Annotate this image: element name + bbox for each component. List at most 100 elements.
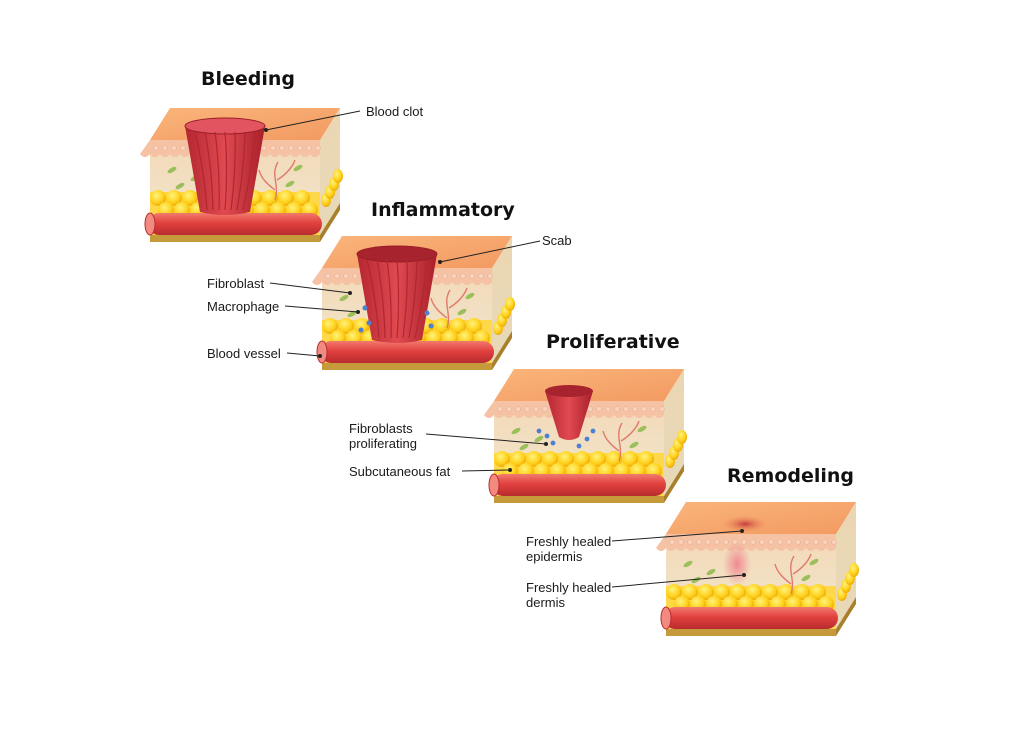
skin-block-remodeling xyxy=(656,502,859,636)
fat-cell xyxy=(666,584,682,600)
skin-cell xyxy=(270,145,276,151)
macrophage-cell xyxy=(584,436,590,442)
skin-cell xyxy=(469,273,475,279)
macrophage-cell xyxy=(576,443,582,449)
fat-cell xyxy=(510,451,526,467)
skin-cell xyxy=(714,539,720,545)
clot-fiber xyxy=(224,131,228,211)
fat-cell xyxy=(466,318,482,334)
healed-dermis-mark xyxy=(723,542,751,586)
skin-cell xyxy=(813,539,819,545)
fibroblast-cell xyxy=(339,294,349,302)
skin-cell xyxy=(478,273,484,279)
fat-cell xyxy=(322,318,338,334)
skin-cell xyxy=(614,406,620,412)
fibroblast-cell xyxy=(629,441,639,449)
fat-cell xyxy=(278,190,294,206)
skin-cell xyxy=(171,145,177,151)
leader-line-macrophage xyxy=(284,305,359,313)
scab xyxy=(545,385,593,397)
skin-cell xyxy=(596,406,602,412)
skin-cell xyxy=(315,145,321,151)
fibroblast-cell xyxy=(511,427,521,435)
skin-cell xyxy=(306,145,312,151)
skin-cell xyxy=(506,406,512,412)
skin-block-proliferative xyxy=(484,369,687,503)
macrophage-cell xyxy=(362,305,368,311)
label-line: Blood clot xyxy=(366,104,424,119)
skin-cell xyxy=(759,539,765,545)
skin-cell xyxy=(153,145,159,151)
label-line: epidermis xyxy=(526,549,583,564)
blood-vessel-end xyxy=(144,212,156,236)
skin-cell xyxy=(162,145,168,151)
skin-cell xyxy=(533,406,539,412)
skin-cell xyxy=(352,273,358,279)
leader-dot-subcutaneous-fat xyxy=(508,468,512,472)
fat-cell xyxy=(762,584,778,600)
fat-cell xyxy=(794,584,810,600)
fibroblast-cell xyxy=(801,574,811,582)
skin-cell xyxy=(497,406,503,412)
label-blood-vessel: Blood vessel xyxy=(207,346,281,361)
fat-cell xyxy=(434,318,450,334)
fat-cell xyxy=(354,318,370,334)
fat-cell xyxy=(494,451,510,467)
fibroblast-cell xyxy=(465,292,475,300)
label-line: Fibroblasts xyxy=(349,421,413,436)
label-freshly-healed-dermis: Freshly healed dermis xyxy=(526,580,611,610)
label-line: Blood vessel xyxy=(207,346,281,361)
leader-dot-freshly-healed-dermis xyxy=(742,573,746,577)
block-base xyxy=(494,496,664,503)
label-blood-clot: Blood clot xyxy=(366,104,423,119)
stage-title-proliferative: Proliferative xyxy=(546,331,680,353)
macrophage-cell xyxy=(544,433,550,439)
block-base xyxy=(150,235,320,242)
fibroblast-cell xyxy=(457,308,467,316)
skin-cell xyxy=(678,539,684,545)
label-line: Fibroblast xyxy=(207,276,265,291)
fat-cell xyxy=(166,190,182,206)
clot-fiber xyxy=(242,131,256,211)
fat-cell xyxy=(622,451,638,467)
scab xyxy=(356,245,438,263)
fat-cell xyxy=(590,451,606,467)
skin-cell xyxy=(687,539,693,545)
clot-fiber xyxy=(376,259,386,339)
skin-cell xyxy=(768,539,774,545)
fibroblast-cell xyxy=(706,568,716,576)
fat-cell xyxy=(746,584,762,600)
fat-cell xyxy=(778,584,794,600)
label-scab: Scab xyxy=(542,233,572,248)
skin-cell xyxy=(261,145,267,151)
skin-cell xyxy=(723,539,729,545)
skin-cell xyxy=(180,145,186,151)
skin-cell xyxy=(451,273,457,279)
fibroblast-cell xyxy=(534,435,544,443)
label-line: Freshly healed xyxy=(526,534,612,549)
clot-fiber xyxy=(214,131,220,211)
skin-cell xyxy=(650,406,656,412)
fat-cell xyxy=(333,169,343,183)
skin-cell xyxy=(741,539,747,545)
skin-cell xyxy=(334,273,340,279)
macrophage-cell xyxy=(358,327,364,333)
macrophage-cell xyxy=(550,440,556,446)
label-fibroblast: Fibroblast xyxy=(207,276,264,291)
fat-cell xyxy=(542,451,558,467)
skin-cell xyxy=(524,406,530,412)
fat-cell xyxy=(638,451,654,467)
fibroblast-cell xyxy=(167,166,177,174)
leader-line-fibroblast xyxy=(269,282,351,294)
leader-line-subcutaneous-fat xyxy=(461,469,511,472)
clot-fiber xyxy=(194,131,208,211)
stage-title-remodeling: Remodeling xyxy=(727,465,855,487)
leader-dot-fibroblasts-proliferating xyxy=(544,442,548,446)
fibroblast-cell xyxy=(285,180,295,188)
label-line: Macrophage xyxy=(207,299,280,314)
skin-cell xyxy=(777,539,783,545)
fat-cell xyxy=(182,190,198,206)
block-base-side xyxy=(664,464,684,503)
skin-cell xyxy=(288,145,294,151)
fat-cell xyxy=(849,563,859,577)
